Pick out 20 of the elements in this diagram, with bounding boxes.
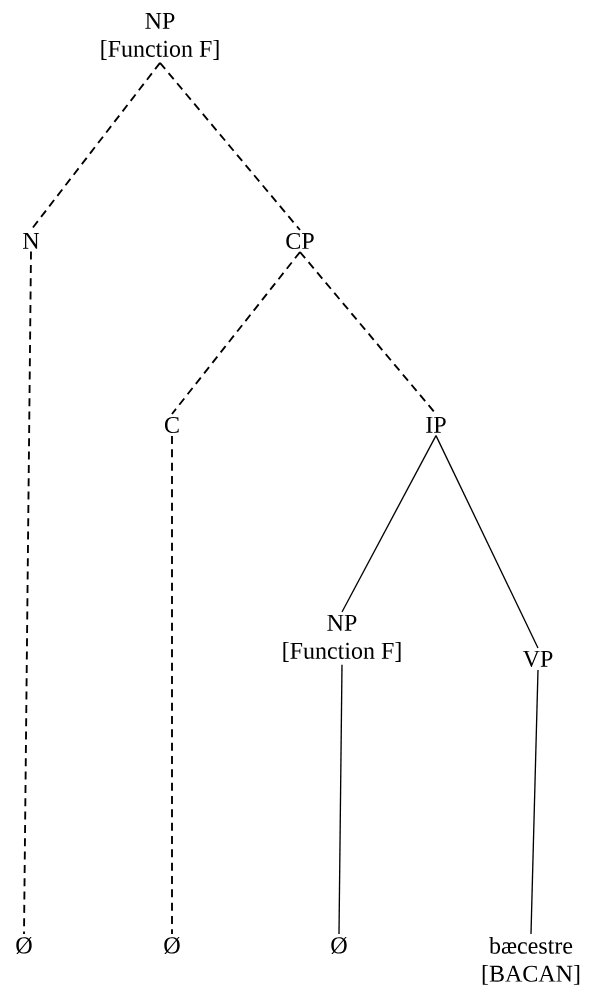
tree-branch bbox=[435, 434, 539, 649]
tree-node-label: Ø bbox=[16, 936, 32, 954]
tree-node-label: C bbox=[165, 416, 179, 434]
tree-branch bbox=[159, 61, 301, 231]
tree-branch bbox=[30, 61, 161, 231]
tree-node-label: N bbox=[23, 232, 40, 249]
tree-node-label: NP [Function F] bbox=[101, 12, 219, 60]
tree-node-label: VP bbox=[522, 650, 553, 667]
tree-branch bbox=[171, 251, 301, 415]
tree-branch bbox=[530, 669, 539, 935]
tree-node-label: Ø bbox=[164, 936, 180, 954]
tree-node-label: IP bbox=[426, 416, 446, 433]
tree-branch bbox=[23, 250, 32, 935]
tree-node-label: bæcestre [BACAN] bbox=[482, 936, 580, 985]
tree-node-label: CP bbox=[286, 232, 314, 250]
tree-branch bbox=[341, 434, 437, 613]
tree-branch bbox=[338, 664, 343, 935]
tree-branch bbox=[171, 435, 173, 935]
tree-node-label: Ø bbox=[331, 936, 347, 954]
tree-node-label: NP [Function F] bbox=[283, 614, 401, 662]
